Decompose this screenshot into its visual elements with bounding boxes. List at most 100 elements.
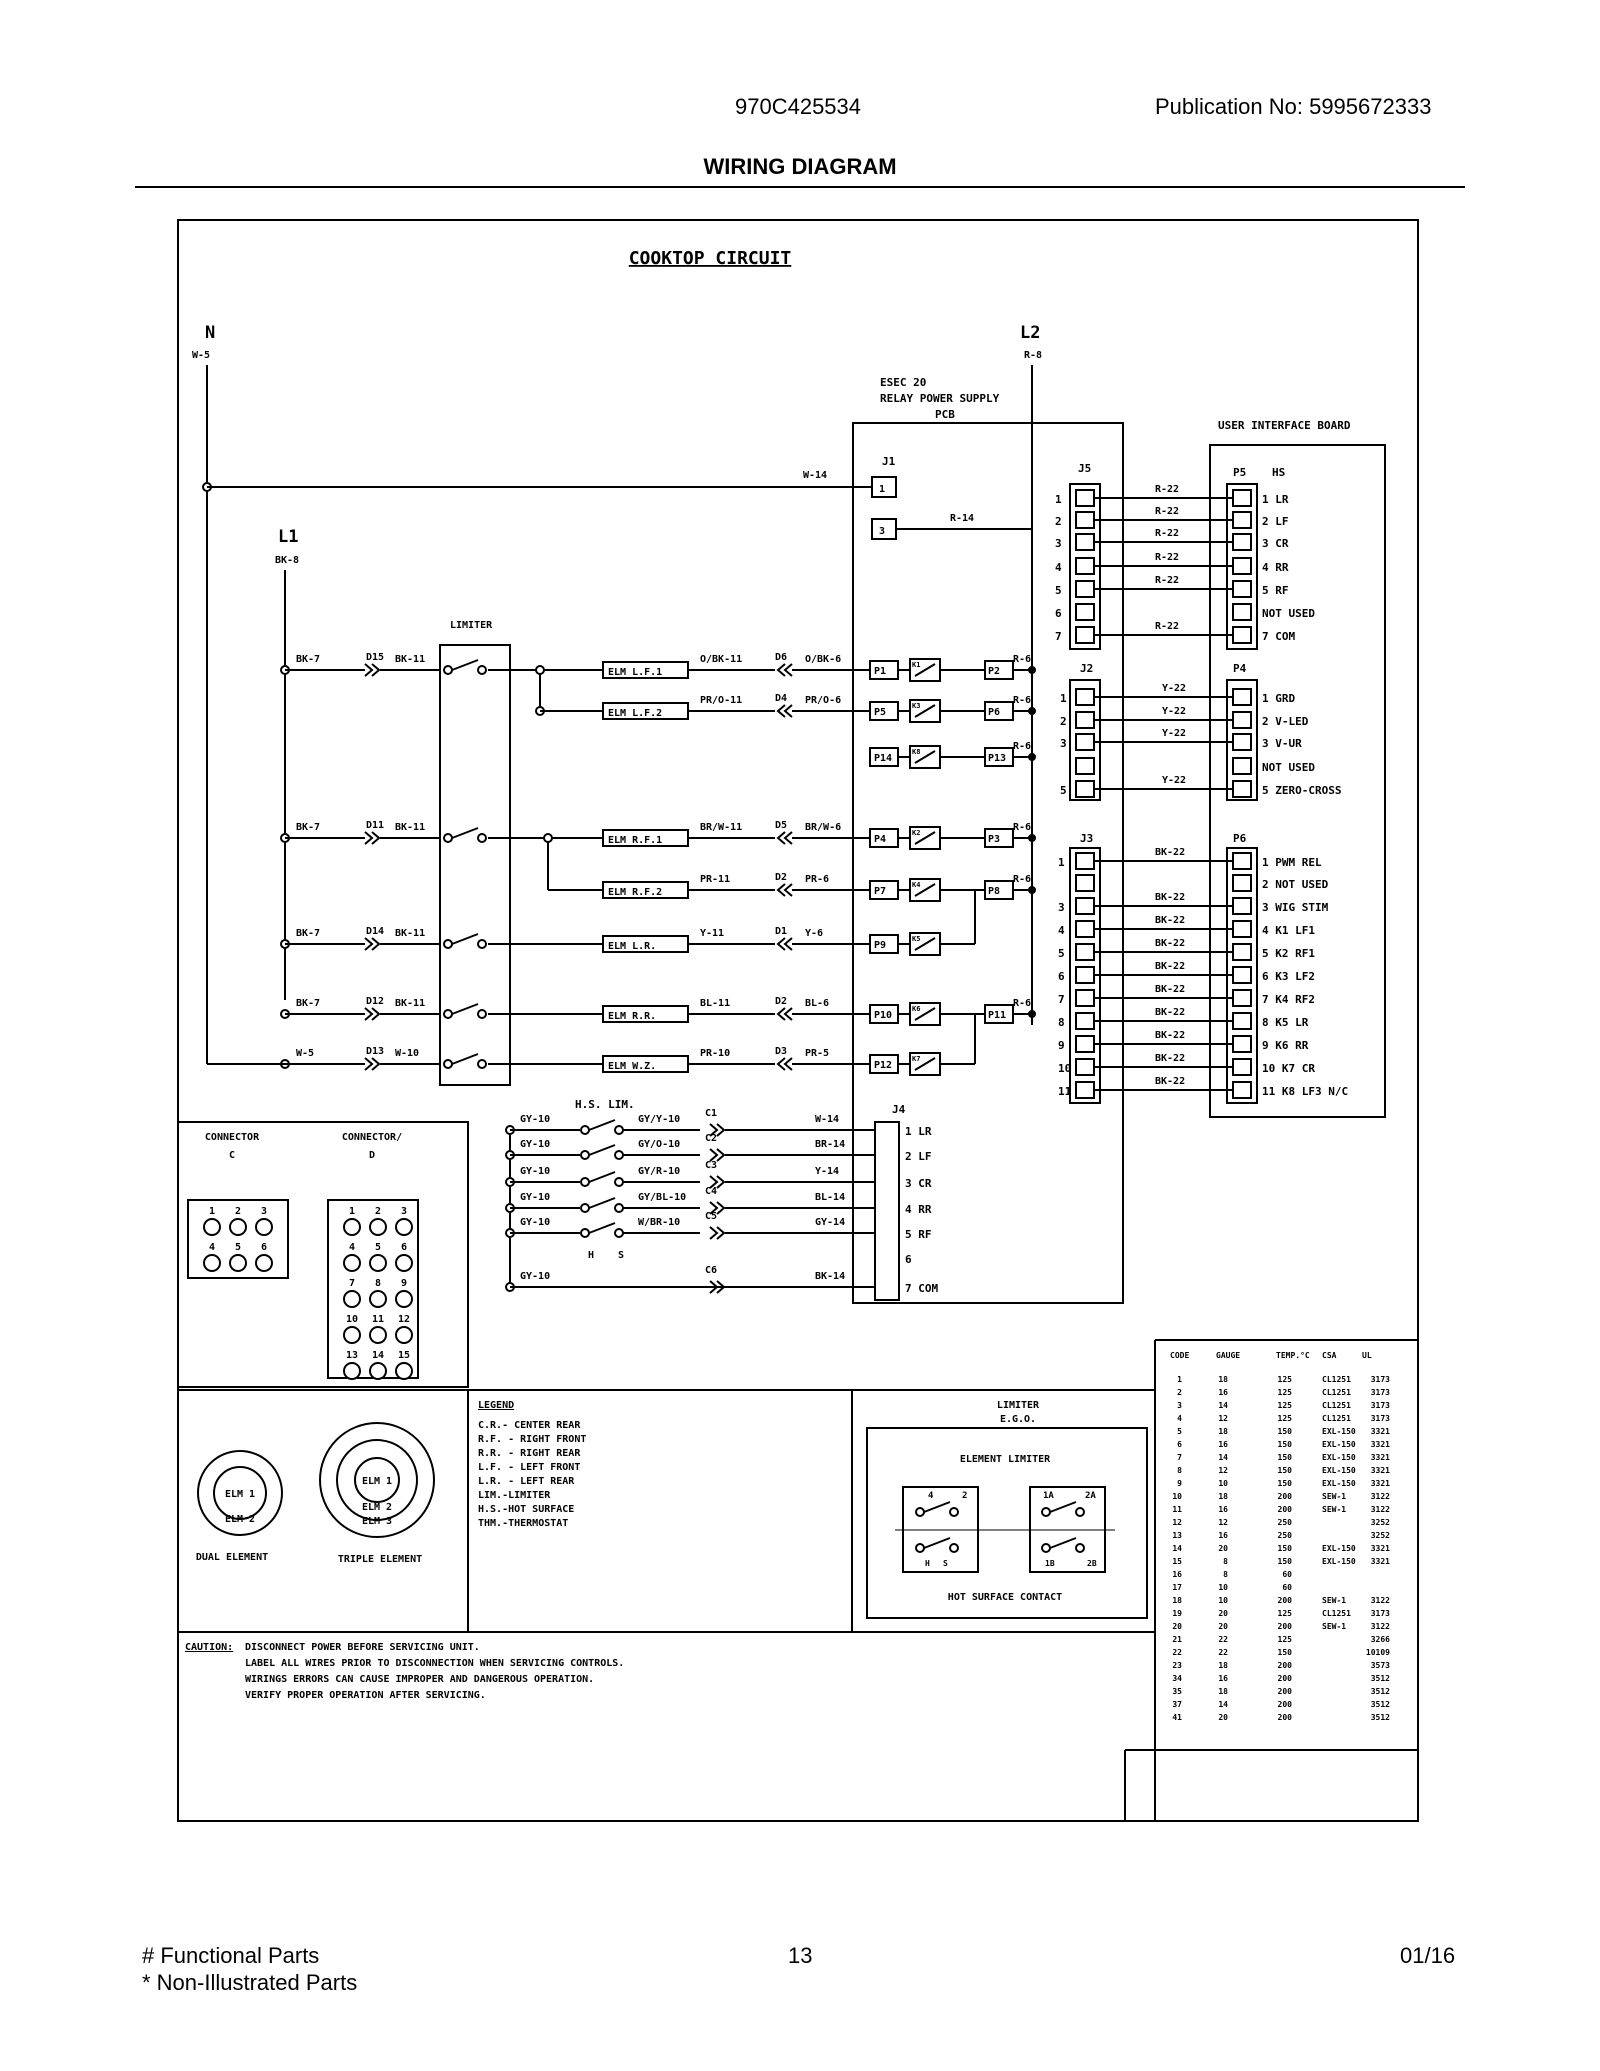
j5-pin	[1075, 580, 1095, 598]
table-cell: 200	[1278, 1596, 1293, 1605]
p6-pin	[1232, 966, 1252, 984]
element-wire-label: BL-11	[700, 998, 730, 1009]
element-label: ELM W.Z.	[608, 1061, 656, 1072]
p6-pin-label: 2 NOT USED	[1262, 878, 1329, 891]
table-cell: 14	[1218, 1401, 1228, 1410]
connector-d-pin	[369, 1326, 387, 1344]
r6-label: R-6	[1013, 822, 1031, 833]
element-limiter-label: ELEMENT LIMITER	[960, 1454, 1051, 1465]
connector-c-pin	[229, 1254, 247, 1272]
j3-pin-number: 11	[1058, 1085, 1072, 1098]
table-cell: 12	[1172, 1518, 1182, 1527]
pcb-title-2: RELAY POWER SUPPLY	[880, 392, 1000, 405]
hs-lim-label: H.S. LIM.	[575, 1098, 635, 1111]
wire6-label: BR/W-6	[805, 822, 841, 833]
connector-d-pin	[395, 1362, 413, 1380]
relay-label: K4	[912, 881, 920, 889]
table-cell: 3173	[1371, 1401, 1390, 1410]
table-cell: EXL-150	[1322, 1466, 1356, 1475]
c-connector-label: C2	[705, 1133, 717, 1144]
c-connector	[709, 1175, 726, 1189]
connector-c-number: 6	[261, 1242, 267, 1253]
l2-label: L2	[1020, 323, 1040, 343]
c-connector	[709, 1148, 726, 1162]
element-wire-label: Y-11	[700, 928, 724, 939]
table-cell: 14	[1172, 1544, 1182, 1553]
p6-pin-label: 5 K2 RF1	[1262, 947, 1315, 960]
bk22-label: BK-22	[1155, 1030, 1185, 1041]
table-cell: 16	[1218, 1531, 1228, 1540]
connector-c-number: 2	[235, 1206, 241, 1217]
hs-h-label: H	[588, 1250, 594, 1261]
pcb-pin-right-label: P11	[988, 1010, 1006, 1021]
p5-hs-label: HS	[1272, 466, 1285, 479]
table-cell: 18	[1172, 1596, 1182, 1605]
y22-label: Y-22	[1162, 706, 1186, 717]
table-cell: 18	[1218, 1375, 1228, 1384]
uib-title: USER INTERFACE BOARD	[1218, 419, 1351, 432]
model-number: 970C425534	[735, 94, 862, 119]
table-cell: 9	[1177, 1479, 1182, 1488]
j5-pin-number: 1	[1055, 493, 1062, 506]
p4-label: P4	[1233, 662, 1247, 675]
triple-element-label: TRIPLE ELEMENT	[338, 1554, 422, 1565]
table-cell: 35	[1172, 1687, 1182, 1696]
p4-pin-label: 3 V-UR	[1262, 737, 1302, 750]
bk7-label: BK-7	[296, 822, 320, 833]
j2-pin	[1075, 757, 1095, 775]
p4-pin-label: 1 GRD	[1262, 692, 1295, 705]
connector-d-number: 8	[375, 1278, 381, 1289]
p5-pin	[1232, 489, 1252, 507]
table-cell: 37	[1172, 1700, 1182, 1709]
table-cell: 12	[1218, 1414, 1228, 1423]
relay-label: K7	[912, 1055, 920, 1063]
p5-pin-label: 7 COM	[1262, 630, 1295, 643]
p6-pin-label: 11 K8 LF3 N/C	[1262, 1085, 1348, 1098]
limiter-pin: S	[943, 1559, 948, 1568]
switch-contact	[477, 1059, 487, 1069]
table-cell: 3321	[1371, 1557, 1390, 1566]
element-label: ELM R.F.2	[608, 887, 662, 898]
r14-label: R-14	[950, 513, 974, 524]
table-cell: 3122	[1371, 1492, 1390, 1501]
p4-pin	[1232, 757, 1252, 775]
p4-pin	[1232, 733, 1252, 751]
j4-wire-label: BK-14	[815, 1271, 845, 1282]
table-cell: 150	[1278, 1453, 1293, 1462]
c-connector	[709, 1201, 726, 1215]
connector-d-number: 15	[398, 1350, 410, 1361]
relay-label: K2	[912, 829, 920, 837]
connector-d2	[776, 831, 793, 845]
element-label: ELM L.R.	[608, 941, 656, 952]
limiter-pin: 2B	[1087, 1559, 1097, 1568]
connector-c-sub: C	[229, 1150, 235, 1161]
p5-pin-label: 4 RR	[1262, 561, 1289, 574]
p6-pin-label: 7 K4 RF2	[1262, 993, 1315, 1006]
pcb-pin-label: P1	[874, 666, 886, 677]
connector-d-number: 9	[401, 1278, 407, 1289]
r6-label: R-6	[1013, 998, 1031, 1009]
connector-d	[364, 831, 381, 845]
table-cell: 3266	[1371, 1635, 1390, 1644]
connector-d-number: 14	[372, 1350, 384, 1361]
table-cell: 3321	[1371, 1453, 1390, 1462]
table-cell: 18	[1218, 1661, 1228, 1670]
j3-pin-number: 4	[1058, 924, 1065, 937]
p6-label: P6	[1233, 832, 1247, 845]
d-connector-label: D11	[366, 820, 384, 831]
wire6-label: O/BK-6	[805, 654, 841, 665]
limiter-pin: 1B	[1045, 1559, 1055, 1568]
switch-contact	[477, 1009, 487, 1019]
r6-label: R-6	[1013, 695, 1031, 706]
j5-label: J5	[1078, 462, 1091, 475]
connector-d-number: 4	[349, 1242, 355, 1253]
relay-label: K5	[912, 935, 920, 943]
hs-switch	[588, 1222, 616, 1234]
hs-switch	[588, 1119, 616, 1131]
table-cell: 3321	[1371, 1479, 1390, 1488]
connector-c-number: 5	[235, 1242, 241, 1253]
j3-pin-number: 5	[1058, 947, 1065, 960]
p6-pin	[1232, 1081, 1252, 1099]
connector-d-pin	[343, 1362, 361, 1380]
